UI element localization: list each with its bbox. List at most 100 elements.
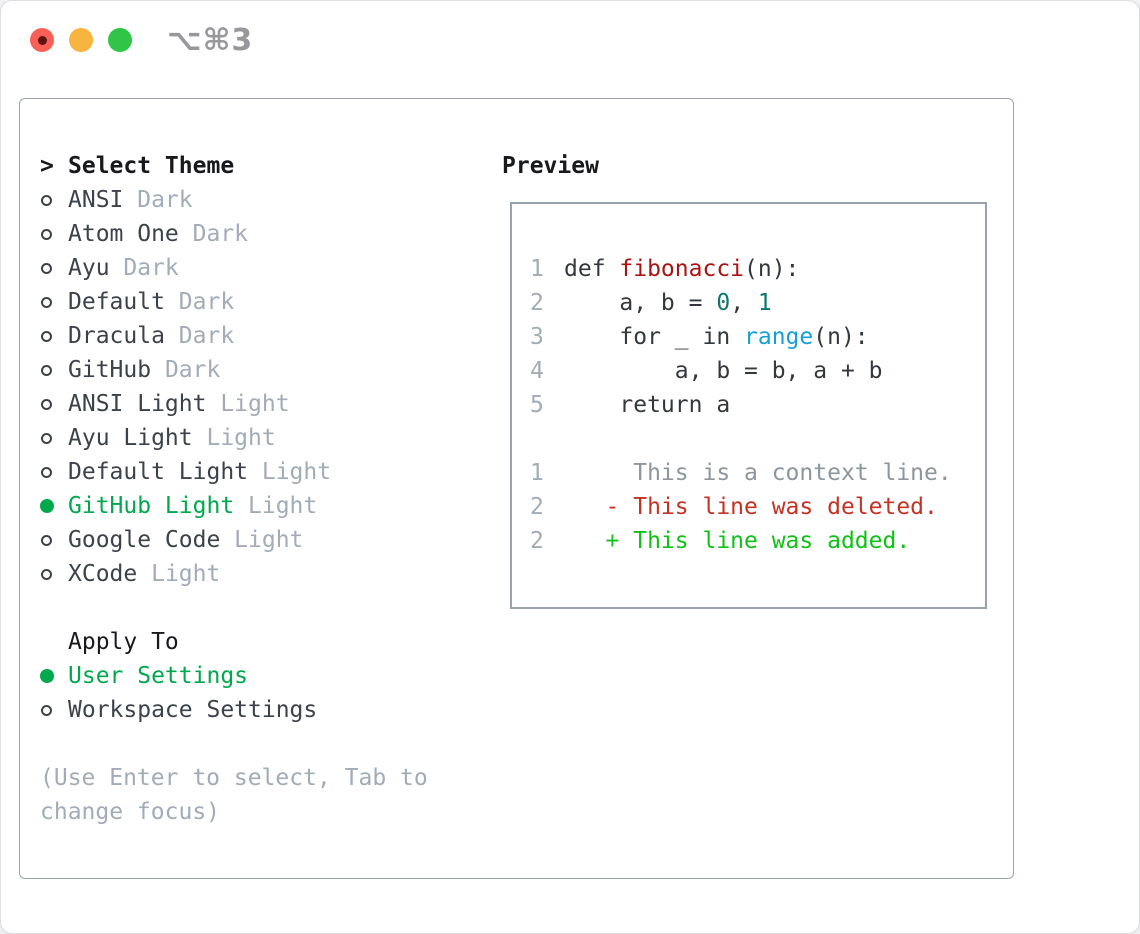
close-button[interactable] <box>30 28 54 52</box>
theme-name: Ayu Light <box>68 425 193 451</box>
line-number: 1 <box>530 256 544 282</box>
radio-icon <box>41 704 52 716</box>
apply-to-option[interactable]: User Settings <box>40 659 428 693</box>
line-number: 1 <box>530 460 544 486</box>
radio-icon <box>41 466 52 478</box>
prompt-caret-icon: > <box>40 153 54 179</box>
preview-code-line: 1 def fibonacci(n): <box>530 252 985 286</box>
preview-code-line: 1 This is a context line. <box>530 456 985 490</box>
radio-icon <box>40 499 54 513</box>
theme-option[interactable]: Google Code Light <box>40 523 428 557</box>
theme-variant: Light <box>234 527 304 553</box>
line-number: 3 <box>530 324 544 350</box>
code-text: + This line was added. <box>564 528 911 554</box>
line-number: 5 <box>530 392 544 418</box>
theme-variant: Dark <box>164 357 221 383</box>
theme-name: XCode <box>68 561 138 587</box>
theme-name: Google Code <box>68 527 221 553</box>
theme-option[interactable]: Ayu Dark <box>40 251 428 285</box>
code-segment: a, b = <box>564 290 717 316</box>
code-text: This is a context line. <box>564 460 952 486</box>
spacer <box>40 591 428 625</box>
theme-variant: Light <box>261 459 332 485</box>
apply-to-title: Apply To <box>68 629 179 655</box>
preview-title: Preview <box>502 153 599 179</box>
code-segment: + This line was added. <box>564 528 911 554</box>
preview-code-line: 4 a, b = b, a + b <box>530 354 985 388</box>
select-theme-title: Select Theme <box>68 153 235 179</box>
theme-name: Default Light <box>68 459 249 485</box>
code-segment: a, b = b, a + b <box>564 358 883 384</box>
radio-icon <box>41 568 52 580</box>
line-number: 2 <box>530 528 544 554</box>
theme-name: Atom One <box>68 221 179 247</box>
apply-to-label: Workspace Settings <box>68 697 318 723</box>
preview-code-line: 3 for _ in range(n): <box>530 320 985 354</box>
code-text: - This line was deleted. <box>564 494 938 520</box>
radio-icon <box>40 669 54 683</box>
theme-option[interactable]: XCode Light <box>40 557 428 591</box>
theme-variant: Light <box>220 391 290 417</box>
close-dot-icon <box>37 35 47 45</box>
preview-code-line: 2 + This line was added. <box>530 524 985 558</box>
theme-name: Default <box>68 289 165 315</box>
line-number: 2 <box>530 494 544 520</box>
minimize-button[interactable] <box>69 28 93 52</box>
code-segment: range <box>744 324 814 350</box>
apply-to-option[interactable]: Workspace Settings <box>40 693 428 727</box>
theme-variant: Dark <box>178 289 235 315</box>
code-segment: (n): <box>744 256 800 282</box>
theme-option[interactable]: Default Dark <box>40 285 428 319</box>
theme-option[interactable]: Ayu Light Light <box>40 421 428 455</box>
theme-option[interactable]: GitHub Dark <box>40 353 428 387</box>
window-title: ⌥⌘3 <box>167 23 254 58</box>
line-number: 4 <box>530 358 544 384</box>
theme-name: Ayu <box>68 255 110 281</box>
theme-option[interactable]: Default Light Light <box>40 455 428 489</box>
code-segment: 1 <box>757 290 772 316</box>
zoom-button[interactable] <box>108 28 132 52</box>
code-segment: fibonacci <box>619 256 745 282</box>
preview-code-line <box>530 422 985 456</box>
apply-to-label: User Settings <box>68 663 249 689</box>
preview-code-line: 2 a, b = 0, 1 <box>530 286 985 320</box>
hint-line-1: (Use Enter to select, Tab to <box>40 765 428 791</box>
apply-to-list: User Settings Workspace Settings <box>40 659 428 727</box>
theme-variant: Light <box>206 425 276 451</box>
radio-icon <box>41 364 52 376</box>
theme-variant: Dark <box>123 255 179 281</box>
code-segment: - This line was deleted. <box>564 494 938 520</box>
select-theme-header: > Select Theme <box>40 149 428 183</box>
radio-icon <box>41 262 52 274</box>
theme-variant: Dark <box>178 323 235 349</box>
code-segment: return a <box>564 392 731 418</box>
code-segment: (n): <box>813 324 869 350</box>
code-segment: , <box>730 290 758 316</box>
code-segment: This is a context line. <box>564 460 952 486</box>
theme-name: GitHub <box>68 357 152 383</box>
code-segment: def <box>564 256 620 282</box>
code-segment: 0 <box>716 290 731 316</box>
code-text: for _ in range(n): <box>564 324 869 350</box>
radio-icon <box>41 296 52 308</box>
theme-name: ANSI <box>68 187 124 213</box>
hint-line-2: change focus) <box>40 799 221 825</box>
window-titlebar: ⌥⌘3 <box>1 1 1139 71</box>
radio-icon <box>41 194 52 206</box>
theme-variant: Light <box>151 561 221 587</box>
preview-code-line: 2 - This line was deleted. <box>530 490 985 524</box>
preview-code-line: 5 return a <box>530 388 985 422</box>
line-number: 2 <box>530 290 544 316</box>
radio-icon <box>41 228 52 240</box>
